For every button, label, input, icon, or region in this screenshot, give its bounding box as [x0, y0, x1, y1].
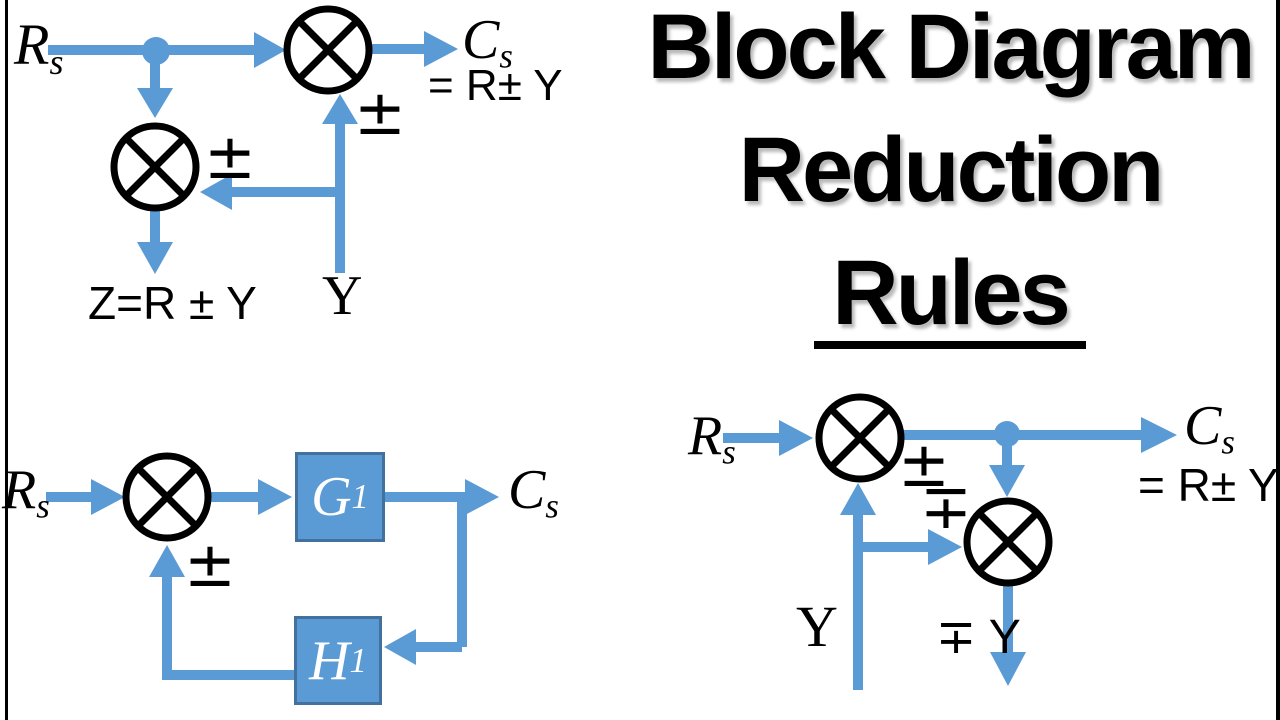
tl-arrow-z-down — [137, 242, 173, 274]
tl-output-equation: = R± Y — [428, 61, 563, 110]
r-y-input-label: Y — [796, 594, 838, 659]
tl-arrow-into-sum1 — [254, 32, 286, 68]
tl-arrow-y-left — [200, 174, 232, 210]
title-line-1: Block Diagram — [647, 0, 1255, 98]
r-sum2-cross — [976, 510, 1040, 574]
right-edge-bar — [1276, 0, 1280, 720]
tl-sum1-cross — [296, 18, 360, 82]
bl-arrow-into-h1 — [384, 629, 416, 665]
bl-input-label: Rs — [2, 459, 50, 526]
bl-arrow-feedback-up — [149, 545, 185, 577]
signal-lines — [46, 44, 1143, 690]
r-arrow-into-sum1 — [779, 420, 813, 456]
bl-sum-cross — [135, 465, 199, 529]
r-sum2-sign: ∓ — [920, 470, 972, 543]
tl-arrow-branch-down — [137, 88, 173, 118]
r-arrow-second-out — [990, 652, 1026, 686]
bl-arrow-output — [465, 479, 499, 515]
tl-sum2-cross — [123, 135, 187, 199]
tl-arrow-output — [424, 31, 458, 67]
tl-takeoff-point — [142, 37, 170, 65]
summing-junction-crosses — [123, 18, 1040, 574]
title-line-3: Rules — [620, 232, 1280, 355]
bl-arrow-into-sum — [91, 479, 125, 515]
arrowheads — [91, 31, 1177, 686]
title-line-2: Reduction — [738, 119, 1165, 221]
tl-branch-output-equation: Z=R ± Y — [88, 277, 257, 329]
page-title: Block Diagram Reduction Rules — [620, 0, 1280, 355]
bl-output-label: Cs — [508, 459, 559, 526]
r-output-equation: = R± Y — [1138, 459, 1279, 511]
r-output-label: Cs — [1184, 395, 1235, 462]
title-rules-underlined: Rules — [814, 247, 1086, 349]
tl-input-label: Rs — [14, 12, 64, 83]
bl-arrow-into-g1 — [258, 479, 292, 515]
r-second-output-label: ∓ Y — [936, 611, 1021, 664]
tl-output-label: Cs — [462, 9, 513, 76]
branch-points — [142, 37, 1020, 447]
tl-arrow-y-up — [322, 94, 358, 124]
r-arrow-output — [1141, 417, 1177, 453]
tl-sum1-sign: ± — [354, 76, 406, 149]
r-sum1-sign: ± — [898, 428, 950, 501]
tl-y-input-label: Y — [322, 265, 363, 327]
r-arrow-y-right — [928, 529, 962, 565]
r-arrow-y-up — [840, 483, 876, 515]
r-takeoff-point — [994, 421, 1020, 447]
r-arrow-branch-down — [989, 465, 1025, 497]
r-input-label: Rs — [688, 405, 736, 472]
left-edge-bar — [5, 0, 8, 720]
tl-sum2-sign: ± — [204, 120, 256, 193]
r-sum1-cross — [828, 406, 892, 470]
bl-sum-sign: ± — [184, 528, 236, 601]
